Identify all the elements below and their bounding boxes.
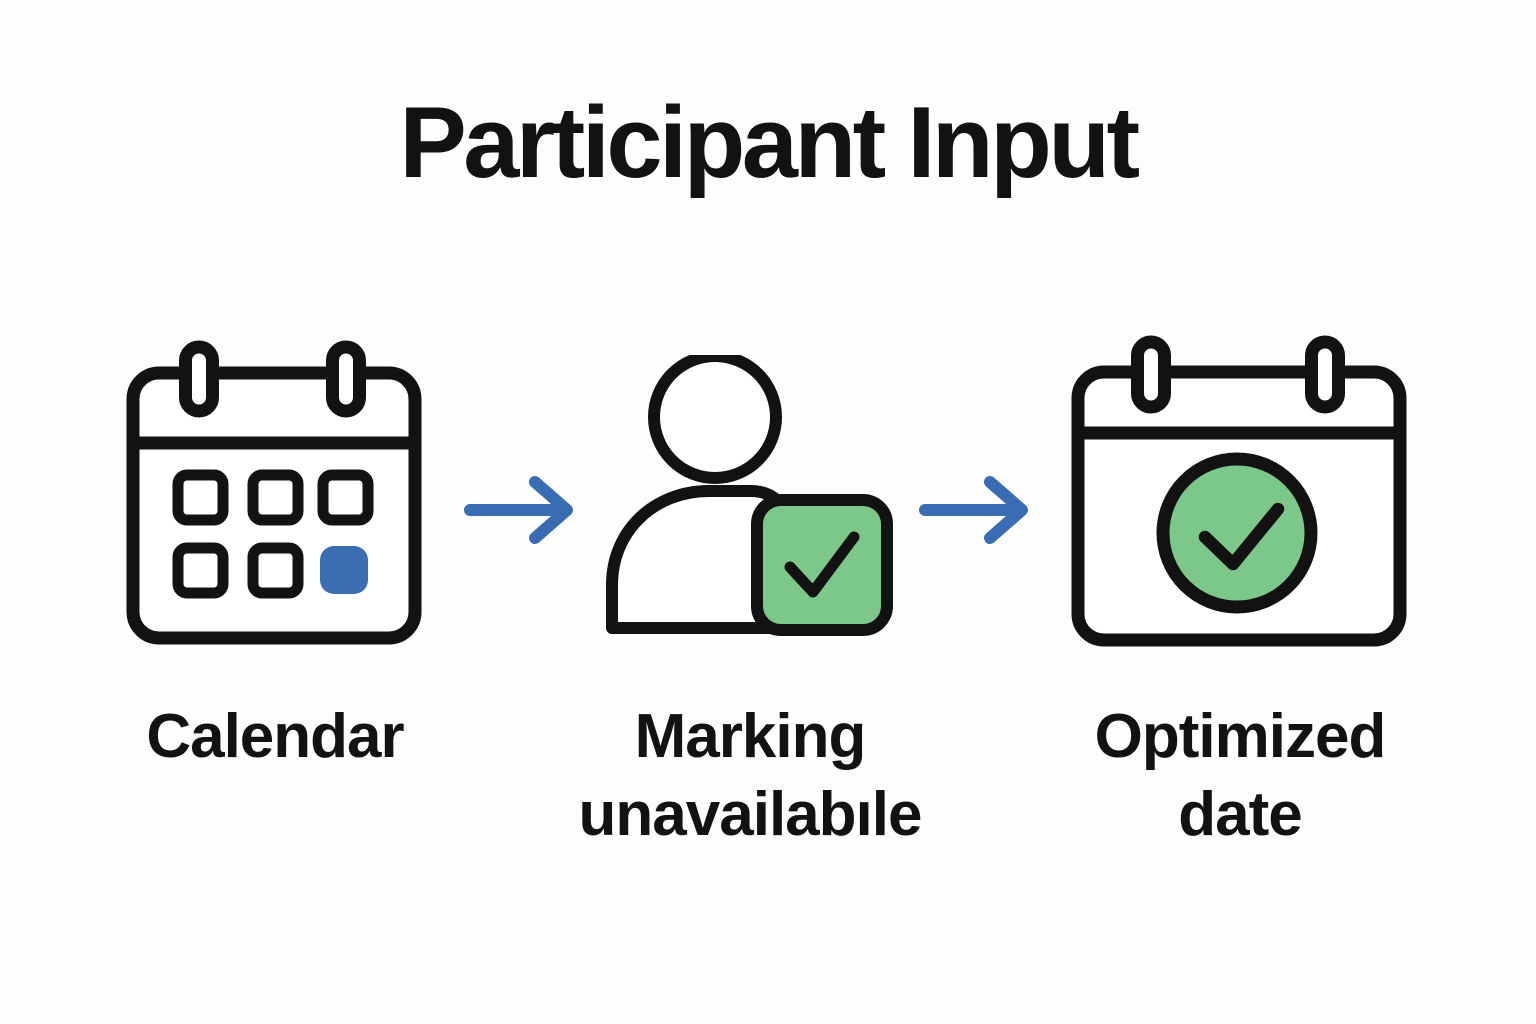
calendar-day-cell — [247, 469, 304, 526]
step-label-line: unavailabıle — [578, 780, 923, 849]
calendar-ring-right — [1305, 335, 1345, 414]
calendar-ring-right — [326, 340, 366, 418]
step-label-calendar: Calendar — [15, 698, 535, 776]
step-label-line: Optimized — [1094, 702, 1387, 771]
step-label-optimized-date: Optimized date — [980, 698, 1500, 854]
step-label-line: date — [1178, 780, 1302, 849]
calendar-icon — [126, 340, 422, 645]
arrow-right-glyph — [464, 476, 573, 544]
person-check-icon — [606, 355, 893, 636]
calendar-day-cell — [172, 469, 229, 526]
checkbox-badge — [751, 494, 893, 636]
arrow-right-glyph — [919, 476, 1028, 544]
calendar-ring-left — [1131, 335, 1171, 414]
arrow-right-icon — [919, 476, 1028, 544]
step-label-line: Marking — [634, 702, 867, 771]
calendar-selected-day — [320, 546, 368, 594]
step-label-marking-unavailable: Marking unavailabıle — [490, 698, 1010, 854]
calendar-check-icon — [1071, 335, 1407, 647]
step-label-line: Calendar — [146, 702, 404, 771]
calendar-day-cell — [172, 542, 229, 599]
checkmark-icon — [1198, 502, 1285, 571]
page-title: Participant Input — [399, 87, 1140, 199]
calendar-ring-left — [179, 340, 219, 418]
calendar-day-cell — [247, 542, 304, 599]
check-circle-badge — [1156, 452, 1318, 614]
person-head — [648, 355, 782, 484]
checkmark-icon — [784, 531, 860, 598]
arrow-right-icon — [464, 476, 573, 544]
calendar-day-cell — [317, 469, 374, 526]
